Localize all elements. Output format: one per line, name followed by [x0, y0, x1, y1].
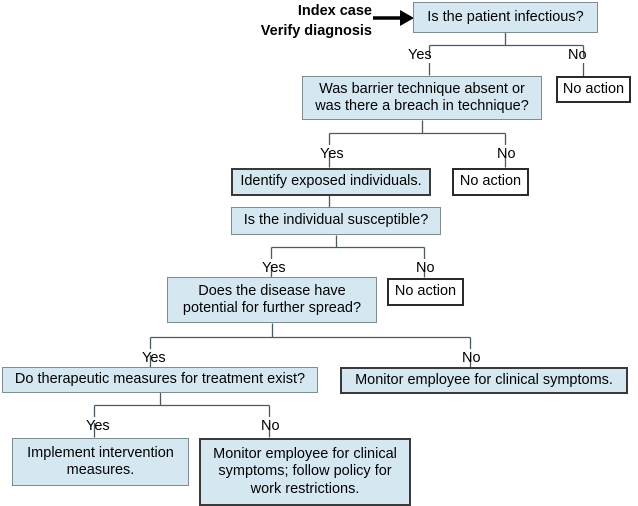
node-disease-further-spread[interactable]: Does the disease have potential for furt…	[167, 277, 377, 323]
entry-arrow	[373, 10, 414, 26]
node-barrier-technique[interactable]: Was barrier technique absent or was ther…	[302, 76, 542, 120]
node-identify-exposed-individuals[interactable]: Identify exposed individuals.	[231, 168, 431, 196]
branch-label-no-2: No	[497, 146, 516, 162]
branch-label-yes-5: Yes	[86, 418, 110, 434]
entry-caption-line1: Index case	[297, 3, 372, 19]
node-implement-intervention-measures[interactable]: Implement intervention measures.	[12, 438, 189, 486]
node-no-action-1[interactable]: No action	[556, 76, 631, 103]
branch-label-no-4: No	[462, 350, 481, 366]
node-monitor-employee-work-restrictions[interactable]: Monitor employee for clinical symptoms; …	[199, 438, 411, 506]
node-therapeutic-measures-exist[interactable]: Do therapeutic measures for treatment ex…	[2, 367, 318, 393]
branch-label-yes-1: Yes	[408, 47, 432, 63]
node-no-action-2[interactable]: No action	[452, 168, 529, 196]
branch-label-yes-2: Yes	[320, 146, 344, 162]
node-monitor-employee-symptoms[interactable]: Monitor employee for clinical symptoms.	[340, 367, 628, 394]
branch-label-yes-3: Yes	[262, 260, 286, 276]
branch-label-no-5: No	[261, 418, 280, 434]
branch-label-no-3: No	[416, 260, 435, 276]
entry-caption: Index case Verify diagnosis	[250, 2, 372, 41]
node-is-individual-susceptible[interactable]: Is the individual susceptible?	[231, 207, 441, 235]
branch-label-no-1: No	[568, 47, 587, 63]
node-is-patient-infectious[interactable]: Is the patient infectious?	[413, 2, 598, 33]
node-no-action-3[interactable]: No action	[387, 278, 464, 306]
branch-label-yes-4: Yes	[142, 350, 166, 366]
entry-caption-line2: Verify diagnosis	[260, 22, 372, 39]
